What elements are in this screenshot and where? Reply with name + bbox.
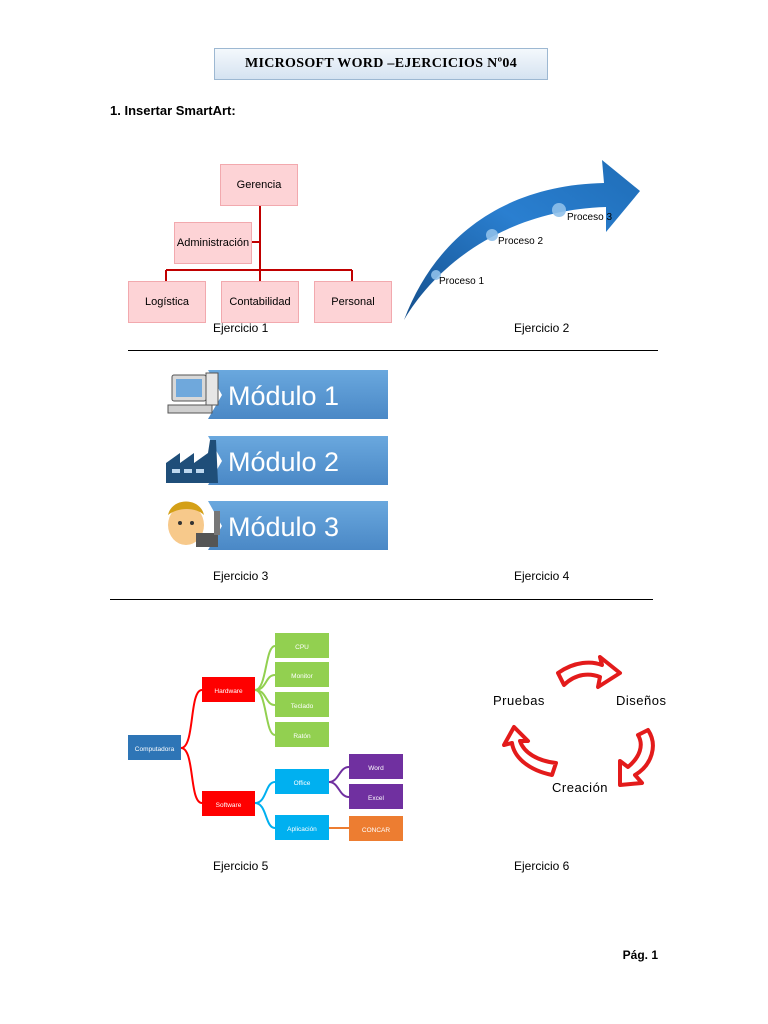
process-step-2: Proceso 2	[498, 236, 543, 247]
caption-ejercicio-2: Ejercicio 2	[514, 321, 570, 335]
node-cpu: CPU	[295, 644, 309, 651]
cycle-label-creacion: Creación	[552, 780, 608, 795]
node-monitor: Monitor	[291, 673, 314, 680]
caption-ejercicio-6: Ejercicio 6	[514, 859, 570, 873]
caption-ejercicio-3: Ejercicio 3	[213, 569, 269, 583]
node-word: Word	[368, 765, 384, 772]
node-computadora: Computadora	[135, 746, 175, 753]
person-at-computer-icon	[168, 501, 220, 547]
exercise-5-hierarchy: Computadora Hardware CPU Monitor Teclado…	[128, 633, 403, 841]
process-step-1: Proceso 1	[439, 276, 484, 287]
node-hardware: Hardware	[214, 688, 243, 695]
exercise-3-modules: Módulo 1 Módulo 2 Módulo 3	[166, 370, 388, 550]
node-office: Office	[294, 780, 311, 787]
exercise-6-cycle: Pruebas Diseños Creación	[493, 655, 666, 795]
org-node-contabilidad: Contabilidad	[221, 281, 299, 323]
caption-ejercicio-1: Ejercicio 1	[213, 321, 269, 335]
cycle-label-disenos: Diseños	[616, 693, 666, 708]
org-node-gerencia: Gerencia	[220, 164, 298, 206]
module-3-banner	[208, 501, 388, 550]
node-raton: Ratón	[293, 733, 311, 740]
factory-icon	[166, 440, 218, 483]
curved-arrow-shape	[404, 160, 640, 320]
document-title: MICROSOFT WORD –EJERCICIOS Nº04	[214, 48, 548, 80]
process-step-3: Proceso 3	[567, 212, 612, 223]
separator-line	[110, 599, 653, 600]
exercise-2-process-arrow: Proceso 1 Proceso 2 Proceso 3	[404, 160, 640, 320]
module-1-banner	[208, 370, 388, 419]
module-2-banner	[208, 436, 388, 485]
separator-line	[128, 350, 658, 351]
node-excel: Excel	[368, 795, 384, 802]
node-software: Software	[216, 802, 242, 809]
node-concar: CONCAR	[362, 827, 390, 834]
cycle-arrow-top	[556, 655, 622, 689]
module-3-label: Módulo 3	[228, 512, 339, 542]
node-aplicacion: Aplicación	[287, 826, 317, 833]
caption-ejercicio-4: Ejercicio 4	[514, 569, 570, 583]
computer-icon	[167, 372, 219, 414]
org-node-logistica: Logística	[128, 281, 206, 323]
cycle-arrow-right	[618, 728, 655, 787]
document-title-text: MICROSOFT WORD –EJERCICIOS Nº04	[244, 56, 518, 71]
cycle-arrow-left	[502, 725, 558, 777]
cycle-label-pruebas: Pruebas	[493, 693, 545, 708]
section-heading: 1. Insertar SmartArt:	[110, 103, 236, 118]
module-1-label: Módulo 1	[228, 381, 339, 411]
module-2-label: Módulo 2	[228, 447, 339, 477]
org-node-administracion: Administración	[174, 222, 252, 264]
org-chart-connectors	[165, 205, 353, 281]
node-teclado: Teclado	[291, 703, 314, 710]
page-number: Pág. 1	[622, 948, 658, 962]
org-node-personal: Personal	[314, 281, 392, 323]
caption-ejercicio-5: Ejercicio 5	[213, 859, 269, 873]
